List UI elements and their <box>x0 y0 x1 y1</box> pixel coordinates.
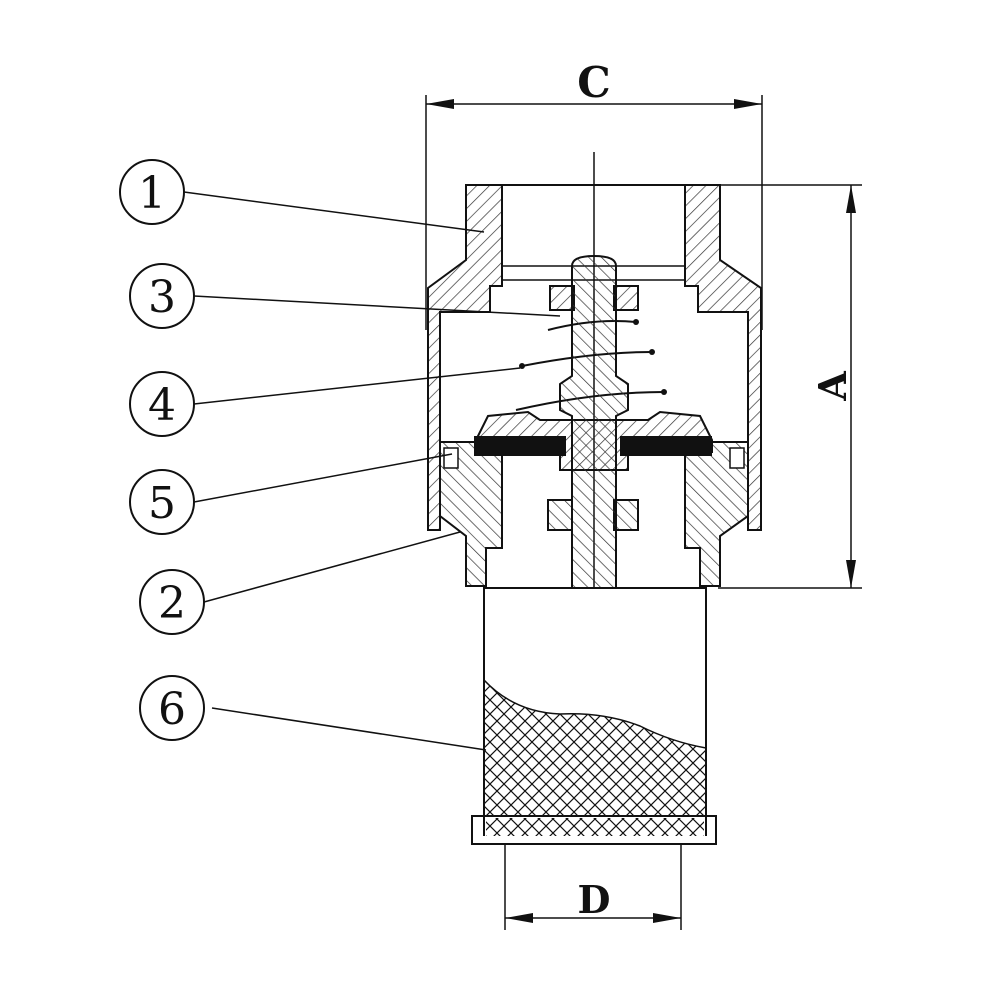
callout-1-label: 1 <box>138 168 166 219</box>
callout-6-label: 6 <box>158 684 186 735</box>
seal-part-5 <box>474 436 712 456</box>
strainer-basket-part-6 <box>471 587 717 845</box>
callout-leaders <box>183 191 561 751</box>
dimension-a: A <box>718 184 862 589</box>
dimension-a-label: A <box>810 371 855 402</box>
callout-1: 1 <box>119 159 185 225</box>
callout-2-label: 2 <box>158 578 186 629</box>
callout-5: 5 <box>129 469 195 535</box>
dimension-c: C <box>425 58 763 330</box>
lower-body-part-2 <box>439 441 749 587</box>
callout-5-label: 5 <box>148 478 176 529</box>
callout-4: 4 <box>129 371 195 437</box>
callout-2: 2 <box>139 569 205 635</box>
callout-3: 3 <box>129 263 195 329</box>
stem-guide-part-3 <box>547 285 639 531</box>
callout-4-label: 4 <box>148 380 176 431</box>
callout-3-label: 3 <box>148 272 176 323</box>
upper-body-part-1 <box>427 184 762 531</box>
dimension-c-label: C <box>577 58 610 107</box>
dimension-d-label: D <box>578 877 611 922</box>
callout-6: 6 <box>139 675 205 741</box>
